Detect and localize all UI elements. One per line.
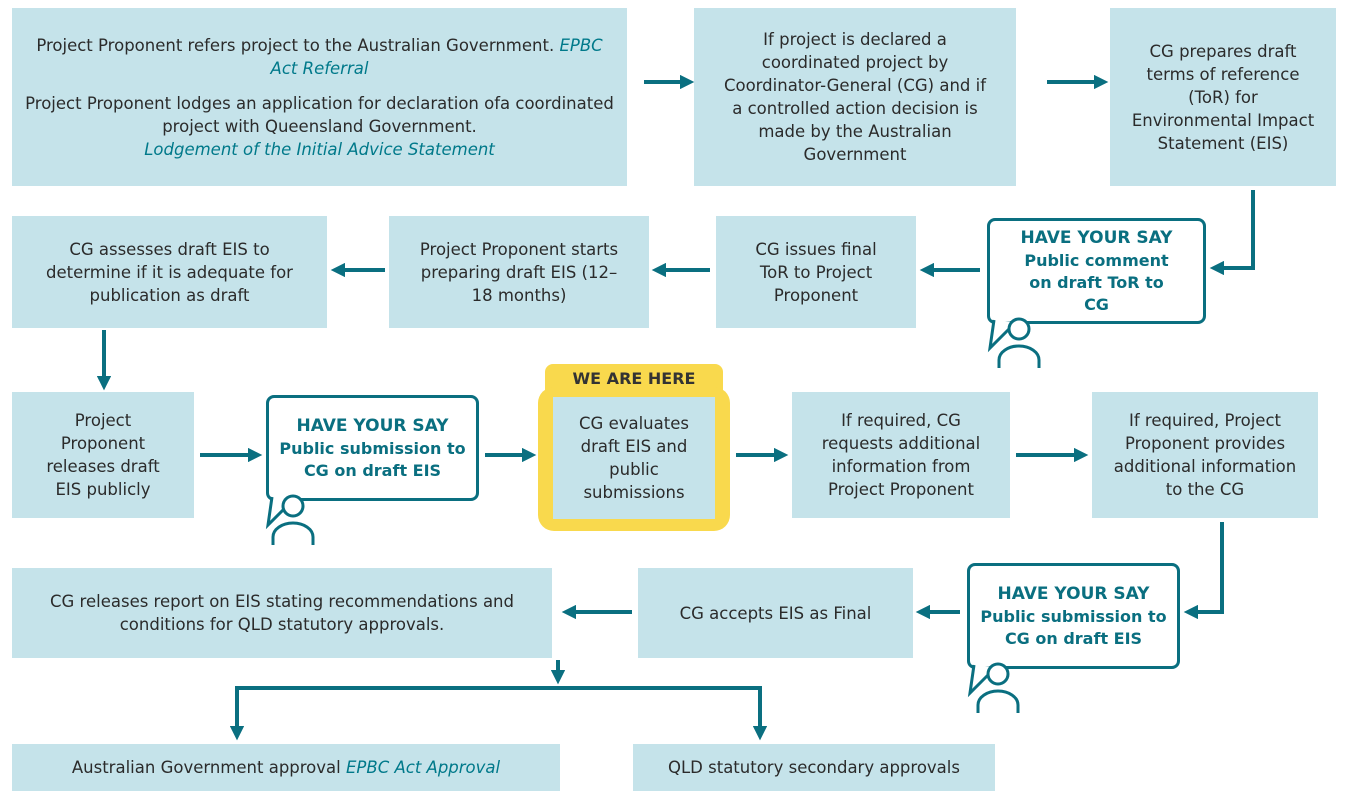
have-your-say-body: Public comment on draft ToR to CG <box>1024 251 1169 314</box>
declared-text: If project is declared a coordinated pro… <box>723 30 987 164</box>
box-draft-tor: CG prepares draft terms of reference (To… <box>1110 8 1336 186</box>
preparing-text: Project Proponent starts preparing draft… <box>419 239 619 305</box>
have-your-say-body: Public submission to CG on draft EIS <box>279 439 466 480</box>
person-icon <box>976 662 1020 713</box>
report-text: CG releases report on EIS stating recomm… <box>50 592 514 634</box>
box-report: CG releases report on EIS stating recomm… <box>12 568 552 658</box>
box-final-tor: CG issues final ToR to Project Proponent <box>716 216 916 328</box>
have-your-say-callout-3: HAVE YOUR SAY Public submission to CG on… <box>967 563 1180 669</box>
aus-approval-text: Australian Government approval <box>71 758 341 777</box>
person-icon <box>271 494 315 545</box>
have-your-say-title: HAVE YOUR SAY <box>1020 228 1173 248</box>
have-your-say-callout-1: HAVE YOUR SAY Public comment on draft To… <box>987 218 1206 324</box>
draft-tor-text: CG prepares draft terms of reference (To… <box>1131 41 1315 153</box>
assesses-text: CG assesses draft EIS to determine if it… <box>46 239 293 305</box>
box-requests: If required, CG requests additional info… <box>792 392 1010 518</box>
epbc-referral-link[interactable]: EPBC Act Referral <box>270 35 603 78</box>
ias-lodgement-link[interactable]: Lodgement of the Initial Advice Statemen… <box>144 139 495 159</box>
have-your-say-body: Public submission to CG on draft EIS <box>980 607 1167 648</box>
arrow-provides-to-say <box>1183 522 1224 620</box>
box-releases-draft: Project Proponent releases draft EIS pub… <box>12 392 194 518</box>
epbc-approval-link[interactable]: EPBC Act Approval <box>346 758 501 777</box>
have-your-say-callout-2: HAVE YOUR SAY Public submission to CG on… <box>266 395 479 501</box>
accepts-text: CG accepts EIS as Final <box>679 603 872 623</box>
have-your-say-title: HAVE YOUR SAY <box>296 416 449 436</box>
final-tor-text: CG issues final ToR to Project Proponent <box>755 239 877 305</box>
box-accepts: CG accepts EIS as Final <box>638 568 913 658</box>
box-referral: Project Proponent refers project to the … <box>12 8 627 186</box>
box-provides: If required, Project Proponent provides … <box>1092 392 1318 518</box>
box-qld-approval: QLD statutory secondary approvals <box>633 744 995 791</box>
box-aus-approval: Australian Government approval EPBC Act … <box>12 744 560 791</box>
referral-text-2: Project Proponent lodges an application … <box>25 93 614 136</box>
provides-text: If required, Project Proponent provides … <box>1113 411 1297 499</box>
releases-draft-text: Project Proponent releases draft EIS pub… <box>46 411 160 499</box>
evaluates-text: CG evaluates draft EIS and public submis… <box>579 414 689 502</box>
arrow-draft-tor-to-say <box>1209 190 1255 276</box>
have-your-say-title: HAVE YOUR SAY <box>997 584 1150 604</box>
box-preparing: Project Proponent starts preparing draft… <box>389 216 649 328</box>
box-evaluates: CG evaluates draft EIS and public submis… <box>553 397 715 519</box>
box-declared: If project is declared a coordinated pro… <box>694 8 1016 186</box>
qld-approval-text: QLD statutory secondary approvals <box>668 758 960 777</box>
referral-text-1: Project Proponent refers project to the … <box>36 35 555 55</box>
box-assesses: CG assesses draft EIS to determine if it… <box>12 216 327 328</box>
person-icon <box>997 317 1041 368</box>
requests-text: If required, CG requests additional info… <box>821 411 981 499</box>
branch-connector <box>235 686 762 736</box>
